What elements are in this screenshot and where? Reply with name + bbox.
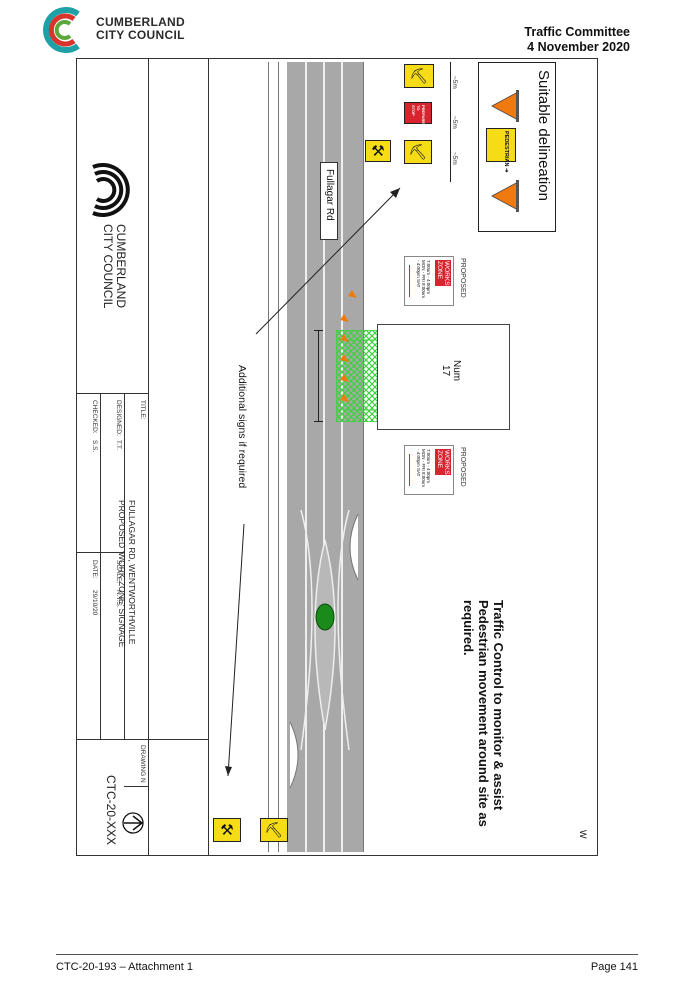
worker-sign-top-1: ⛏	[404, 64, 434, 88]
additional-signs-note: Additional signs if required	[236, 365, 248, 489]
worker-sign-top-2: ⛏	[404, 140, 432, 164]
edge-letter: W	[578, 830, 588, 839]
proposed-label-top: PROPOSED	[459, 258, 466, 298]
property-outline	[377, 324, 510, 430]
lane-line-1	[305, 62, 307, 852]
title-block-divider	[148, 58, 149, 856]
kerb-line-left-2	[278, 62, 279, 852]
num-value: 17	[440, 365, 451, 377]
spacing-dimension-line	[450, 62, 451, 182]
kerb-line-left	[268, 62, 269, 852]
property-number: Num 17	[440, 360, 462, 381]
tb-line-2	[100, 393, 101, 739]
spacing-2: ~5m	[451, 116, 458, 129]
worker-icon: ⛏	[264, 822, 284, 839]
council-logo: CUMBERLAND CITY COUNCIL	[38, 6, 188, 54]
tb-scale-label: SCALE:	[115, 560, 122, 584]
works-zone-times-bottom: 7:00am - 4:00pm MON - FRI 8:00am - 4:00p…	[416, 449, 431, 488]
committee-title: Traffic Committee	[524, 25, 630, 39]
kerb-island-left	[289, 721, 299, 789]
tb-drawing-label: DRAWING N	[139, 745, 146, 783]
pedestrian-sign: PEDESTRIAN ➜	[486, 128, 516, 173]
works-zone-sign-top: WORKS ZONE 7:00am - 4:00pm MON - FRI 8:0…	[404, 256, 454, 306]
worker-sign-bottom-1: ⚒	[213, 818, 241, 842]
tb-checked-value: S.S.	[91, 440, 98, 453]
road-name-box: Fullagar Rd	[320, 162, 338, 240]
traffic-cones	[340, 290, 357, 402]
worker-sign-bottom-2: ⛏	[260, 818, 288, 842]
tb-scale-value: N.T.S.	[115, 590, 122, 608]
header-right: Traffic Committee 4 November 2020	[524, 25, 630, 55]
zone-bracket-bottom	[314, 421, 323, 422]
kerb-island-right	[349, 513, 359, 581]
tb-designed-value: T.T.	[115, 440, 122, 451]
tb-date-label: DATE:	[91, 560, 98, 579]
north-arrow-icon	[122, 812, 144, 834]
works-zone-sign-bottom: WORKS ZONE 7:00am - 4:00pm MON - FRI 8:0…	[404, 445, 454, 495]
tb-line-1	[76, 393, 148, 394]
title-block-council: CUMBERLAND CITY COUNCIL	[101, 224, 128, 309]
kerb-line-right	[363, 62, 364, 852]
zone-bracket-line	[318, 330, 319, 422]
tb-drawing-no: CTC-20-XXX	[104, 775, 118, 846]
tb-date-value: 29/10/20	[91, 590, 98, 616]
num-label: Num	[451, 360, 462, 382]
spacing-3: ~5m	[451, 152, 458, 165]
cone-icon-top	[491, 90, 519, 122]
drawing-divider	[208, 58, 209, 856]
cone-icon-bottom	[491, 180, 519, 212]
tb-line-3	[124, 393, 125, 739]
tb-designed-label: DESIGNED:	[115, 400, 122, 436]
suitable-delineation: Suitable delineation	[535, 70, 552, 201]
lane-line-2	[323, 62, 325, 852]
tb-council-line1: CUMBERLAND	[114, 224, 128, 309]
sign-arrow-top	[409, 265, 410, 297]
worker-icon: ⚒	[220, 822, 234, 839]
logo-name-line2: CITY COUNCIL	[96, 28, 185, 42]
traffic-control-line3: required.	[461, 600, 476, 656]
works-zone-times-top: 7:00am - 4:00pm MON - FRI 8:00am - 4:00p…	[416, 260, 431, 299]
drawing-frame	[76, 58, 598, 856]
worker-icon: ⛏	[409, 68, 429, 85]
works-zone-area	[336, 330, 380, 422]
worker-sign-top-3: ⚒	[365, 140, 391, 162]
worker-icon: ⚒	[371, 143, 385, 160]
council-logo-icon	[43, 7, 80, 53]
worker-icon: ⛏	[408, 144, 428, 161]
traffic-control-line2: Pedestrian movement around site as	[476, 600, 491, 827]
sign-arrow-bottom	[409, 454, 410, 486]
tb-line-6	[124, 786, 148, 787]
works-zone-title-bottom: WORKS ZONE	[435, 449, 451, 475]
intersection-median	[300, 509, 350, 751]
works-zone-title-top: WORKS ZONE	[435, 260, 451, 286]
logo-name-line1: CUMBERLAND	[96, 15, 185, 29]
tb-line-5	[76, 552, 124, 553]
traffic-control-note: Traffic Control to monitor & assist Pede…	[461, 600, 506, 827]
pedestrian-sign-text: PEDESTRIAN ➜	[503, 131, 509, 173]
additional-signs-arrow-icon	[225, 523, 245, 777]
tb-council-line2: CITY COUNCIL	[101, 224, 115, 309]
footer-page: Page 141	[590, 961, 638, 973]
proposed-label-bottom: PROPOSED	[459, 447, 466, 487]
footer-rule	[56, 954, 638, 955]
title-block-logo-icon	[92, 163, 130, 217]
tb-title-line1: FULLAGAR RD, WENTWORTHVILLE	[127, 500, 137, 645]
prepare-to-stop-sign: PREPARE TO STOP	[404, 102, 432, 124]
direction-arrow-icon	[255, 187, 401, 335]
spacing-1: ~5m	[451, 76, 458, 89]
prepare-to-stop-text: PREPARE TO STOP	[411, 105, 426, 125]
delineation-box	[478, 62, 556, 232]
footer-attachment: CTC-20-193 – Attachment 1	[56, 961, 193, 973]
committee-date: 4 November 2020	[527, 40, 630, 54]
tb-checked-label: CHECKED:	[91, 400, 98, 434]
tb-line-4	[76, 739, 208, 740]
tb-title-label: TITLE:	[139, 400, 146, 420]
traffic-control-line1: Traffic Control to monitor & assist	[491, 600, 506, 811]
lane-line-3	[341, 62, 343, 852]
zone-bracket-top	[314, 330, 323, 331]
